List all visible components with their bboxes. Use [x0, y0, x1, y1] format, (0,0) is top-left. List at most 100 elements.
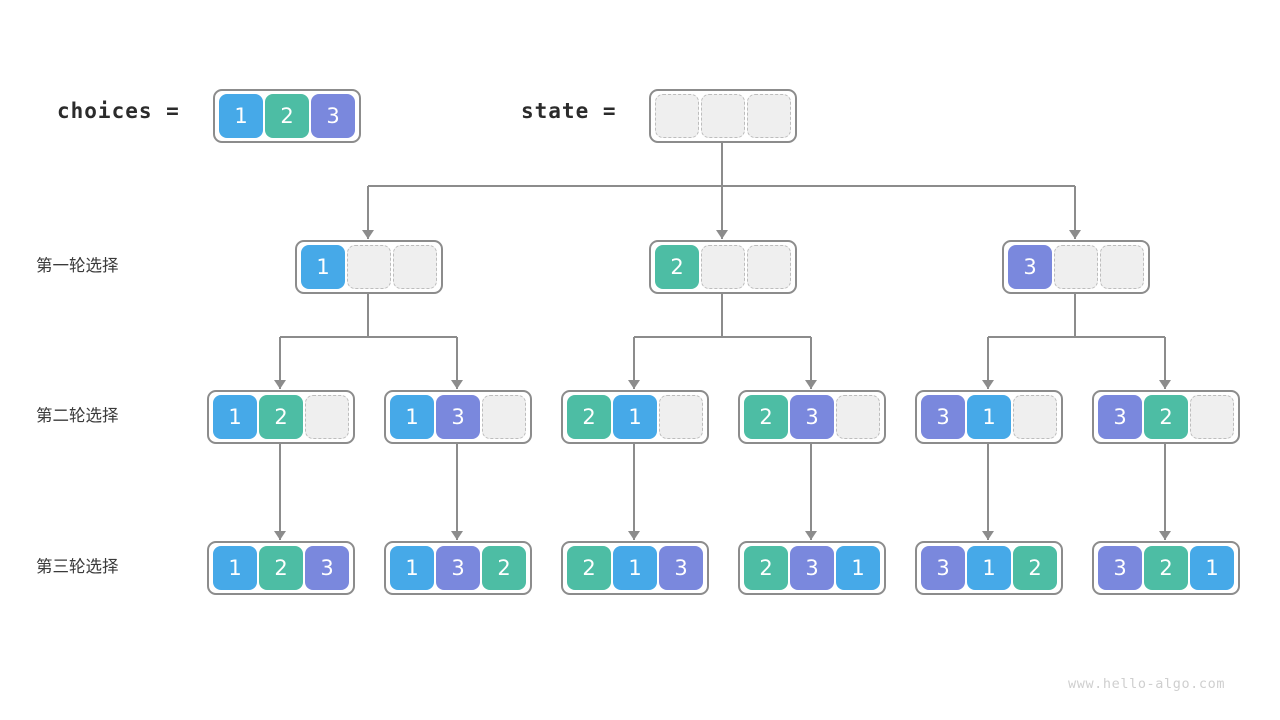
r2n6-cell-0: 3	[1098, 395, 1142, 439]
r1n2-cell-1	[701, 245, 745, 289]
arrowhead-r2-1-to-r3	[274, 531, 286, 540]
r3n3-cell-0: 2	[567, 546, 611, 590]
choices-cell-0: 1	[219, 94, 263, 138]
r2n2-cell-1: 3	[436, 395, 480, 439]
r3n5-cell-2: 2	[1013, 546, 1057, 590]
state-cell-2	[747, 94, 791, 138]
arrowhead-r1-3-to-r2-2	[1159, 380, 1171, 389]
connector-r2-1-to-r3	[278, 442, 282, 540]
row-label-round-2: 第二轮选择	[36, 407, 119, 425]
arrowhead-r1-2-to-r2-2	[805, 380, 817, 389]
connector-r1-1-to-r2-1	[278, 337, 282, 389]
connector-r1-1-stem	[366, 292, 370, 337]
connector-root-stem	[720, 141, 724, 186]
arrowhead-r1-2-to-r2-1	[628, 380, 640, 389]
arrowhead-r2-4-to-r3	[805, 531, 817, 540]
connector-r1-2-stem	[720, 292, 724, 337]
arrowhead-r2-6-to-r3	[1159, 531, 1171, 540]
choices-cell-1: 2	[265, 94, 309, 138]
arrowhead-r2-2-to-r3	[451, 531, 463, 540]
r3n3-cell-2: 3	[659, 546, 703, 590]
r3n6-cell-1: 2	[1144, 546, 1188, 590]
connector-r2-2-to-r3	[455, 442, 459, 540]
state-cell-0	[655, 94, 699, 138]
r2n2-cell-0: 1	[390, 395, 434, 439]
r1n2-cell-2	[747, 245, 791, 289]
r1n1-cell-2	[393, 245, 437, 289]
r3n4-cell-1: 3	[790, 546, 834, 590]
connector-r1-2-to-r2-2	[809, 337, 813, 389]
connector-r2-3-to-r3	[632, 442, 636, 540]
r2n4-cell-2	[836, 395, 880, 439]
arrowhead-r1-1-to-r2-2	[451, 380, 463, 389]
arrowhead-root-to-r1-1	[362, 230, 374, 239]
r2n4-cell-1: 3	[790, 395, 834, 439]
state-label: state =	[521, 99, 617, 123]
r2n3-cell-2	[659, 395, 703, 439]
node-round-1-3: 3	[1002, 240, 1150, 294]
node-round-1-2: 2	[649, 240, 797, 294]
connector-r1-3-stem	[1073, 292, 1077, 337]
arrowhead-r1-1-to-r2-1	[274, 380, 286, 389]
r2n3-cell-0: 2	[567, 395, 611, 439]
r3n1-cell-0: 1	[213, 546, 257, 590]
connector-r1-2-to-r2-1	[632, 337, 636, 389]
connector-root-bus	[368, 184, 1075, 188]
connector-r1-3-to-r2-2	[1163, 337, 1167, 389]
r3n5-cell-1: 1	[967, 546, 1011, 590]
connector-root-to-r1-3	[1073, 186, 1077, 239]
arrowhead-root-to-r1-3	[1069, 230, 1081, 239]
connector-r1-3-to-r2-1	[986, 337, 990, 389]
choices-cell-2: 3	[311, 94, 355, 138]
connector-root-to-r1-2	[720, 186, 724, 239]
r2n3-cell-1: 1	[613, 395, 657, 439]
r2n4-cell-0: 2	[744, 395, 788, 439]
r3n2-cell-1: 3	[436, 546, 480, 590]
connector-r1-3-bus	[988, 335, 1165, 339]
connector-r2-6-to-r3	[1163, 442, 1167, 540]
node-round-1-1: 1	[295, 240, 443, 294]
r3n2-cell-0: 1	[390, 546, 434, 590]
r3n1-cell-2: 3	[305, 546, 349, 590]
r2n5-cell-2	[1013, 395, 1057, 439]
choices-label: choices =	[57, 99, 180, 123]
arrowhead-root-to-r1-2	[716, 230, 728, 239]
r3n5-cell-0: 3	[921, 546, 965, 590]
r2n1-cell-2	[305, 395, 349, 439]
r2n6-cell-1: 2	[1144, 395, 1188, 439]
r3n3-cell-1: 1	[613, 546, 657, 590]
r1n3-cell-1	[1054, 245, 1098, 289]
r2n1-cell-1: 2	[259, 395, 303, 439]
r2n6-cell-2	[1190, 395, 1234, 439]
connector-r2-4-to-r3	[809, 442, 813, 540]
connector-r1-1-to-r2-2	[455, 337, 459, 389]
row-label-round-1: 第一轮选择	[36, 257, 119, 275]
r3n1-cell-1: 2	[259, 546, 303, 590]
row-label-round-3: 第三轮选择	[36, 558, 119, 576]
arrowhead-r1-3-to-r2-1	[982, 380, 994, 389]
arrowhead-r2-5-to-r3	[982, 531, 994, 540]
r1n3-cell-0: 3	[1008, 245, 1052, 289]
r3n6-cell-2: 1	[1190, 546, 1234, 590]
connector-r1-1-bus	[280, 335, 457, 339]
r1n3-cell-2	[1100, 245, 1144, 289]
r2n1-cell-0: 1	[213, 395, 257, 439]
r3n4-cell-0: 2	[744, 546, 788, 590]
state-cell-1	[701, 94, 745, 138]
r2n5-cell-0: 3	[921, 395, 965, 439]
r1n1-cell-1	[347, 245, 391, 289]
r2n5-cell-1: 1	[967, 395, 1011, 439]
r3n2-cell-2: 2	[482, 546, 526, 590]
state-array	[649, 89, 797, 143]
